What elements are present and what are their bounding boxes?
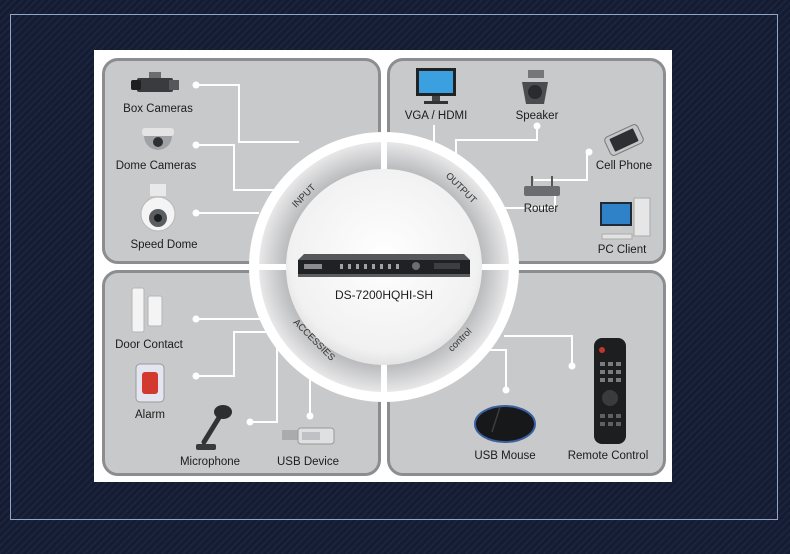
door-contact-icon (131, 287, 163, 333)
dot-usb-device (306, 412, 314, 420)
dot-speed-dome (192, 209, 200, 217)
speed-dome-label: Speed Dome (130, 239, 198, 251)
dot-dome-cameras (192, 141, 200, 149)
usb-mouse-icon (474, 405, 536, 443)
pc-client-icon (600, 197, 651, 240)
router-icon (524, 176, 560, 196)
box-cameras-label: Box Cameras (123, 103, 193, 115)
pc-client-label: PC Client (597, 244, 647, 256)
alarm-label: Alarm (134, 409, 166, 421)
connector-lines (196, 84, 589, 423)
dome-cameras-label: Dome Cameras (115, 160, 197, 172)
dot-cell-phone (585, 148, 593, 156)
dvr-device-icon (298, 254, 470, 277)
line-alarm (196, 331, 272, 377)
speaker-icon (522, 70, 548, 104)
remote-control-icon (594, 338, 626, 444)
dot-door-contact (192, 315, 200, 323)
remote-control-label: Remote Control (567, 450, 649, 462)
outer-frame (10, 14, 778, 520)
center-ring: INPUT OUTPUT ACCESSIES control (249, 132, 519, 402)
line-speaker (455, 126, 538, 160)
box-camera-icon (131, 72, 179, 92)
device-label: DS-7200HQHI-SH (334, 288, 434, 302)
dot-remote-control (568, 362, 576, 370)
dot-microphone (246, 418, 254, 426)
usb-device-label: USB Device (277, 456, 339, 468)
speed-dome-icon (140, 184, 176, 232)
monitor-icon (416, 68, 456, 104)
dome-camera-icon (142, 128, 174, 150)
speaker-label: Speaker (515, 110, 559, 122)
line-usb-mouse (484, 349, 507, 390)
alarm-icon (135, 363, 165, 403)
cell-phone-label: Cell Phone (595, 160, 653, 172)
dot-box-cameras (192, 81, 200, 89)
line-remote-control (504, 335, 573, 366)
usb-device-icon (282, 427, 335, 445)
dot-usb-mouse (502, 386, 510, 394)
cell-phone-icon (604, 124, 644, 156)
dot-speaker (533, 122, 541, 130)
dot-alarm (192, 372, 200, 380)
line-dome-cameras (196, 144, 279, 191)
usb-mouse-label: USB Mouse (474, 450, 536, 462)
microphone-label: Microphone (179, 456, 241, 468)
vga-hdmi-label: VGA / HDMI (404, 110, 468, 122)
diagram-panel: INPUT OUTPUT ACCESSIES control DS-7200HQ… (94, 50, 672, 482)
router-label: Router (523, 203, 559, 215)
microphone-icon (196, 405, 232, 450)
door-contact-label: Door Contact (115, 339, 183, 351)
line-box-cameras (196, 84, 299, 143)
